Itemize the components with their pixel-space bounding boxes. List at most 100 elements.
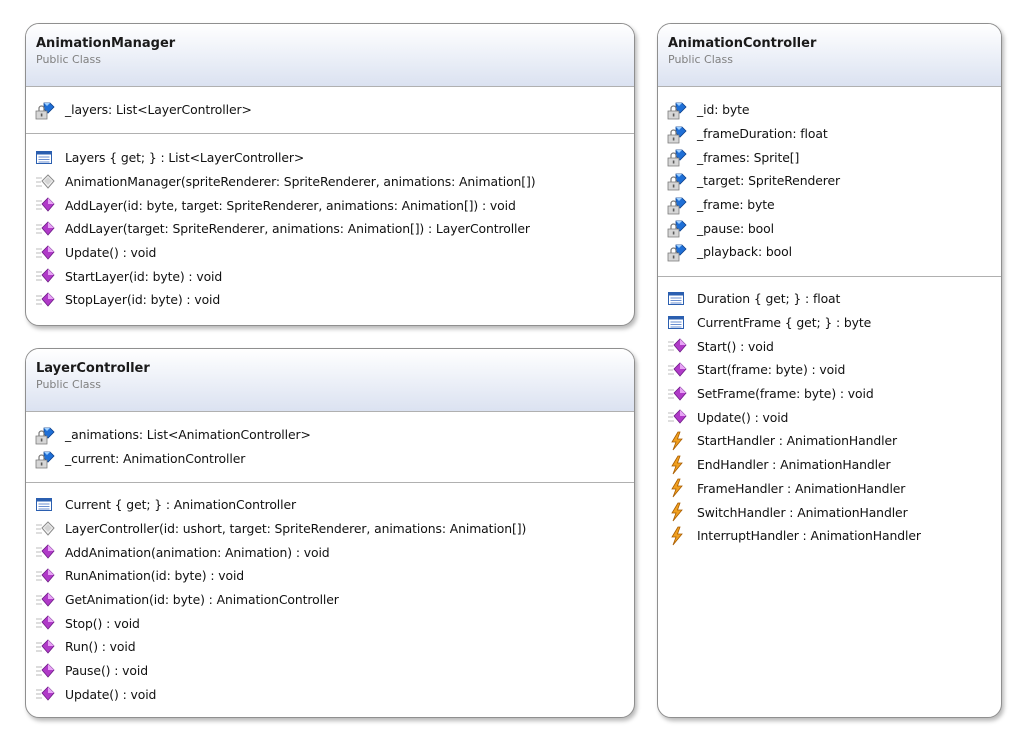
field-row[interactable]: _target: SpriteRenderer xyxy=(658,169,1001,193)
member-text: _frameDuration: float xyxy=(697,126,828,142)
event-icon xyxy=(667,431,687,451)
member-text: _current: AnimationController xyxy=(65,451,246,467)
member-text: SwitchHandler : AnimationHandler xyxy=(697,504,908,520)
member-row[interactable]: Run() : void xyxy=(26,635,634,659)
class-kind: Public Class xyxy=(668,53,733,66)
members-compartment: Layers { get; } : List<LayerController> A… xyxy=(26,133,634,312)
member-text: AddLayer(target: SpriteRenderer, animati… xyxy=(65,221,530,237)
method-icon xyxy=(35,637,55,657)
member-text: AnimationManager(spriteRenderer: SpriteR… xyxy=(65,174,536,190)
property-icon xyxy=(35,148,55,168)
member-row[interactable]: FrameHandler : AnimationHandler xyxy=(658,477,1001,501)
member-row[interactable]: Stop() : void xyxy=(26,611,634,635)
member-text: Stop() : void xyxy=(65,615,140,631)
member-row[interactable]: Current { get; } : AnimationController xyxy=(26,493,634,517)
member-row[interactable]: AddAnimation(animation: Animation) : voi… xyxy=(26,540,634,564)
class-name: LayerController xyxy=(36,361,150,376)
method-icon xyxy=(667,360,687,380)
event-icon xyxy=(667,502,687,522)
member-row[interactable]: AddLayer(id: byte, target: SpriteRendere… xyxy=(26,193,634,217)
field-row[interactable]: _frames: Sprite[] xyxy=(658,145,1001,169)
field-row[interactable]: _pause: bool xyxy=(658,216,1001,240)
private-field-icon xyxy=(667,124,687,144)
property-icon xyxy=(667,289,687,309)
member-text: SetFrame(frame: byte) : void xyxy=(697,386,874,402)
class-name: AnimationManager xyxy=(36,36,176,51)
member-row[interactable]: AddLayer(target: SpriteRenderer, animati… xyxy=(26,217,634,241)
private-field-icon xyxy=(667,171,687,191)
member-text: Start(frame: byte) : void xyxy=(697,362,846,378)
class-animation-controller[interactable]: AnimationController Public Class _id: by… xyxy=(657,23,1002,718)
member-text: AddLayer(id: byte, target: SpriteRendere… xyxy=(65,197,516,213)
member-text: _pause: bool xyxy=(697,220,774,236)
class-header: AnimationManager Public Class xyxy=(26,24,634,87)
member-row[interactable]: SwitchHandler : AnimationHandler xyxy=(658,500,1001,524)
member-text: RunAnimation(id: byte) : void xyxy=(65,568,245,584)
member-text: Update() : void xyxy=(65,686,157,702)
class-name: AnimationController xyxy=(668,36,817,51)
class-header: LayerController Public Class xyxy=(26,349,634,412)
method-icon xyxy=(667,407,687,427)
event-icon xyxy=(667,478,687,498)
member-text: EndHandler : AnimationHandler xyxy=(697,457,891,473)
member-text: GetAnimation(id: byte) : AnimationContro… xyxy=(65,592,339,608)
private-field-icon xyxy=(667,242,687,262)
private-field-icon xyxy=(35,449,55,469)
member-row[interactable]: Pause() : void xyxy=(26,659,634,683)
member-text: Start() : void xyxy=(697,338,774,354)
member-row[interactable]: StartHandler : AnimationHandler xyxy=(658,429,1001,453)
field-row[interactable]: _layers: List<LayerController> xyxy=(26,98,634,122)
member-row[interactable]: CurrentFrame { get; } : byte xyxy=(658,311,1001,335)
field-row[interactable]: _frame: byte xyxy=(658,193,1001,217)
member-text: Duration { get; } : float xyxy=(697,291,841,307)
member-row[interactable]: Update() : void xyxy=(658,405,1001,429)
field-row[interactable]: _animations: List<AnimationController> xyxy=(26,423,634,447)
class-layer-controller[interactable]: LayerController Public Class _animations… xyxy=(25,348,635,718)
member-row[interactable]: SetFrame(frame: byte) : void xyxy=(658,382,1001,406)
method-icon xyxy=(35,266,55,286)
member-text: _playback: bool xyxy=(697,244,792,260)
member-text: Run() : void xyxy=(65,639,136,655)
member-row[interactable]: Start(frame: byte) : void xyxy=(658,358,1001,382)
class-kind: Public Class xyxy=(36,53,101,66)
field-row[interactable]: _id: byte xyxy=(658,98,1001,122)
member-text: _animations: List<AnimationController> xyxy=(65,427,311,443)
member-row[interactable]: Duration { get; } : float xyxy=(658,287,1001,311)
method-icon xyxy=(35,195,55,215)
member-row[interactable]: Update() : void xyxy=(26,683,634,707)
method-icon xyxy=(35,290,55,310)
member-row[interactable]: RunAnimation(id: byte) : void xyxy=(26,564,634,588)
method-icon xyxy=(35,590,55,610)
member-row[interactable]: StopLayer(id: byte) : void xyxy=(26,288,634,312)
member-row[interactable]: AnimationManager(spriteRenderer: SpriteR… xyxy=(26,170,634,194)
private-field-icon xyxy=(667,147,687,167)
event-icon xyxy=(667,526,687,546)
class-animation-manager[interactable]: AnimationManager Public Class _layers: L… xyxy=(25,23,635,326)
member-row[interactable]: EndHandler : AnimationHandler xyxy=(658,453,1001,477)
member-text: Layers { get; } : List<LayerController> xyxy=(65,150,305,166)
member-text: Update() : void xyxy=(697,409,789,425)
method-icon xyxy=(35,684,55,704)
method-icon xyxy=(35,661,55,681)
member-row[interactable]: Update() : void xyxy=(26,241,634,265)
field-row[interactable]: _playback: bool xyxy=(658,240,1001,264)
member-row[interactable]: InterruptHandler : AnimationHandler xyxy=(658,524,1001,548)
fields-compartment: _id: byte _frameDuration: float _frames: S… xyxy=(658,87,1001,276)
member-text: _frame: byte xyxy=(697,197,775,213)
field-row[interactable]: _current: AnimationController xyxy=(26,447,634,471)
method-icon xyxy=(35,542,55,562)
member-text: Pause() : void xyxy=(65,663,148,679)
member-row[interactable]: Layers { get; } : List<LayerController> xyxy=(26,146,634,170)
member-row[interactable]: GetAnimation(id: byte) : AnimationContro… xyxy=(26,588,634,612)
method-icon xyxy=(35,219,55,239)
member-row[interactable]: Start() : void xyxy=(658,334,1001,358)
member-row[interactable]: StartLayer(id: byte) : void xyxy=(26,264,634,288)
member-row[interactable]: LayerController(id: ushort, target: Spri… xyxy=(26,517,634,541)
constructor-icon xyxy=(35,519,55,539)
member-text: StartHandler : AnimationHandler xyxy=(697,433,897,449)
field-row[interactable]: _frameDuration: float xyxy=(658,122,1001,146)
member-text: Update() : void xyxy=(65,245,157,261)
private-field-icon xyxy=(35,100,55,120)
member-text: _target: SpriteRenderer xyxy=(697,173,840,189)
